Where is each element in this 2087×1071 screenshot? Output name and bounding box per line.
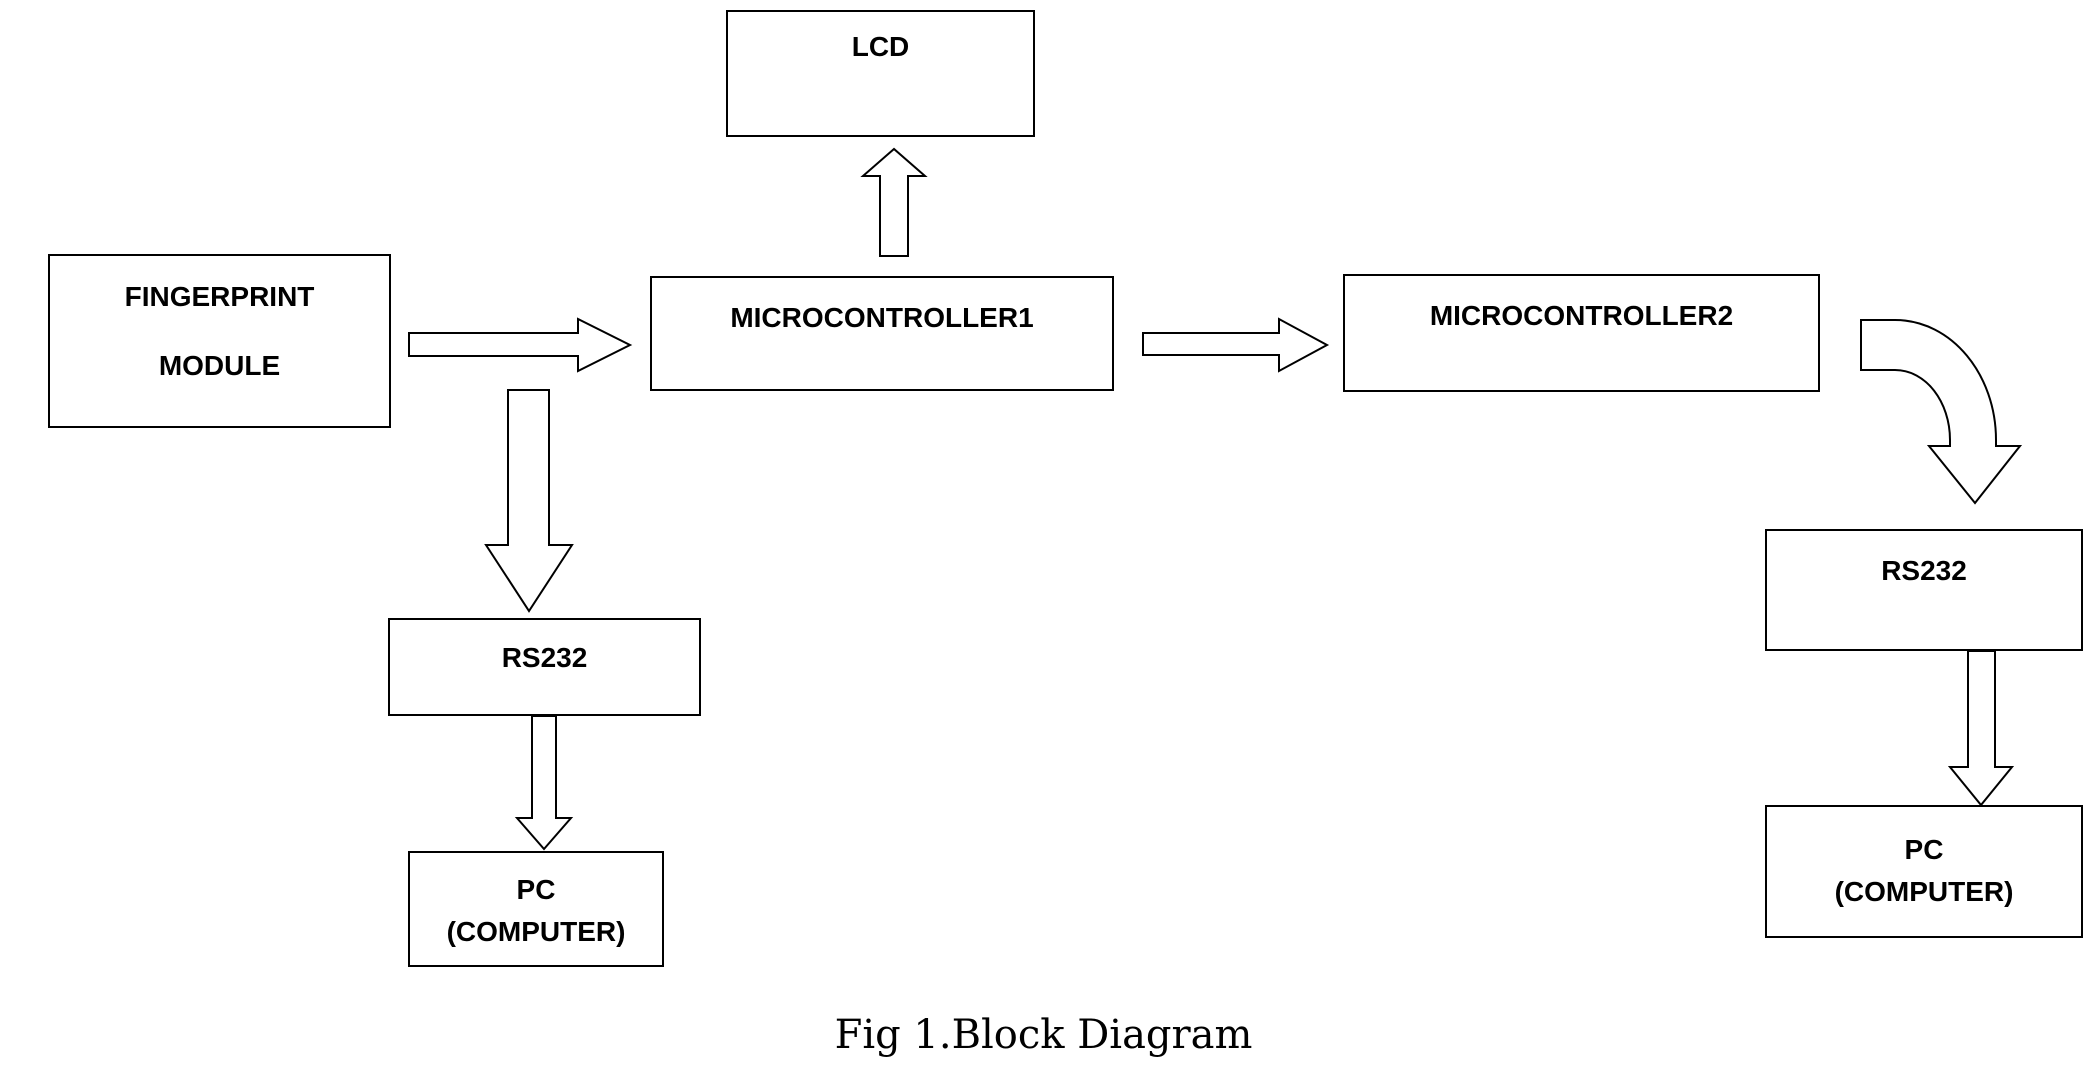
- fingerprint-module-block: FINGERPRINT MODULE: [48, 254, 391, 428]
- arrow-rs232-left-to-pc-left: [514, 715, 574, 851]
- rs232-left-label: RS232: [501, 642, 588, 673]
- microcontroller2-block: MICROCONTROLLER2: [1343, 274, 1820, 392]
- fingerprint-module-label-line1: FINGERPRINT: [124, 281, 315, 312]
- pc-right-label-line1: PC: [1904, 834, 1944, 865]
- pc-right-label-line2: (COMPUTER): [1834, 875, 2014, 907]
- pc-right-block: PC (COMPUTER): [1765, 805, 2083, 938]
- rs232-left-block: RS232: [388, 618, 701, 716]
- lcd-label: LCD: [851, 31, 910, 62]
- arrow-mcu1-to-mcu2: [1142, 317, 1330, 373]
- fingerprint-module-label-line2: MODULE: [158, 349, 281, 381]
- pc-left-label-line1: PC: [516, 874, 556, 905]
- microcontroller1-label: MICROCONTROLLER1: [730, 302, 1034, 333]
- pc-left-label-line2: (COMPUTER): [446, 915, 626, 947]
- microcontroller1-block: MICROCONTROLLER1: [650, 276, 1114, 391]
- arrow-fingerprint-to-mcu1: [408, 317, 633, 373]
- microcontroller2-label: MICROCONTROLLER2: [1429, 300, 1734, 331]
- pc-left-block: PC (COMPUTER): [408, 851, 664, 967]
- arrow-mcu1-to-lcd: [860, 147, 928, 257]
- rs232-right-label: RS232: [1881, 555, 1967, 586]
- lcd-block: LCD: [726, 10, 1035, 137]
- arrow-rs232-right-to-pc-right: [1947, 650, 2015, 807]
- arrow-mcu2-to-rs232-right: [1860, 319, 2023, 505]
- rs232-right-block: RS232: [1765, 529, 2083, 651]
- figure-caption: Fig 1.Block Diagram: [834, 1012, 1253, 1058]
- arrow-fingerprint-to-rs232-left: [484, 389, 574, 613]
